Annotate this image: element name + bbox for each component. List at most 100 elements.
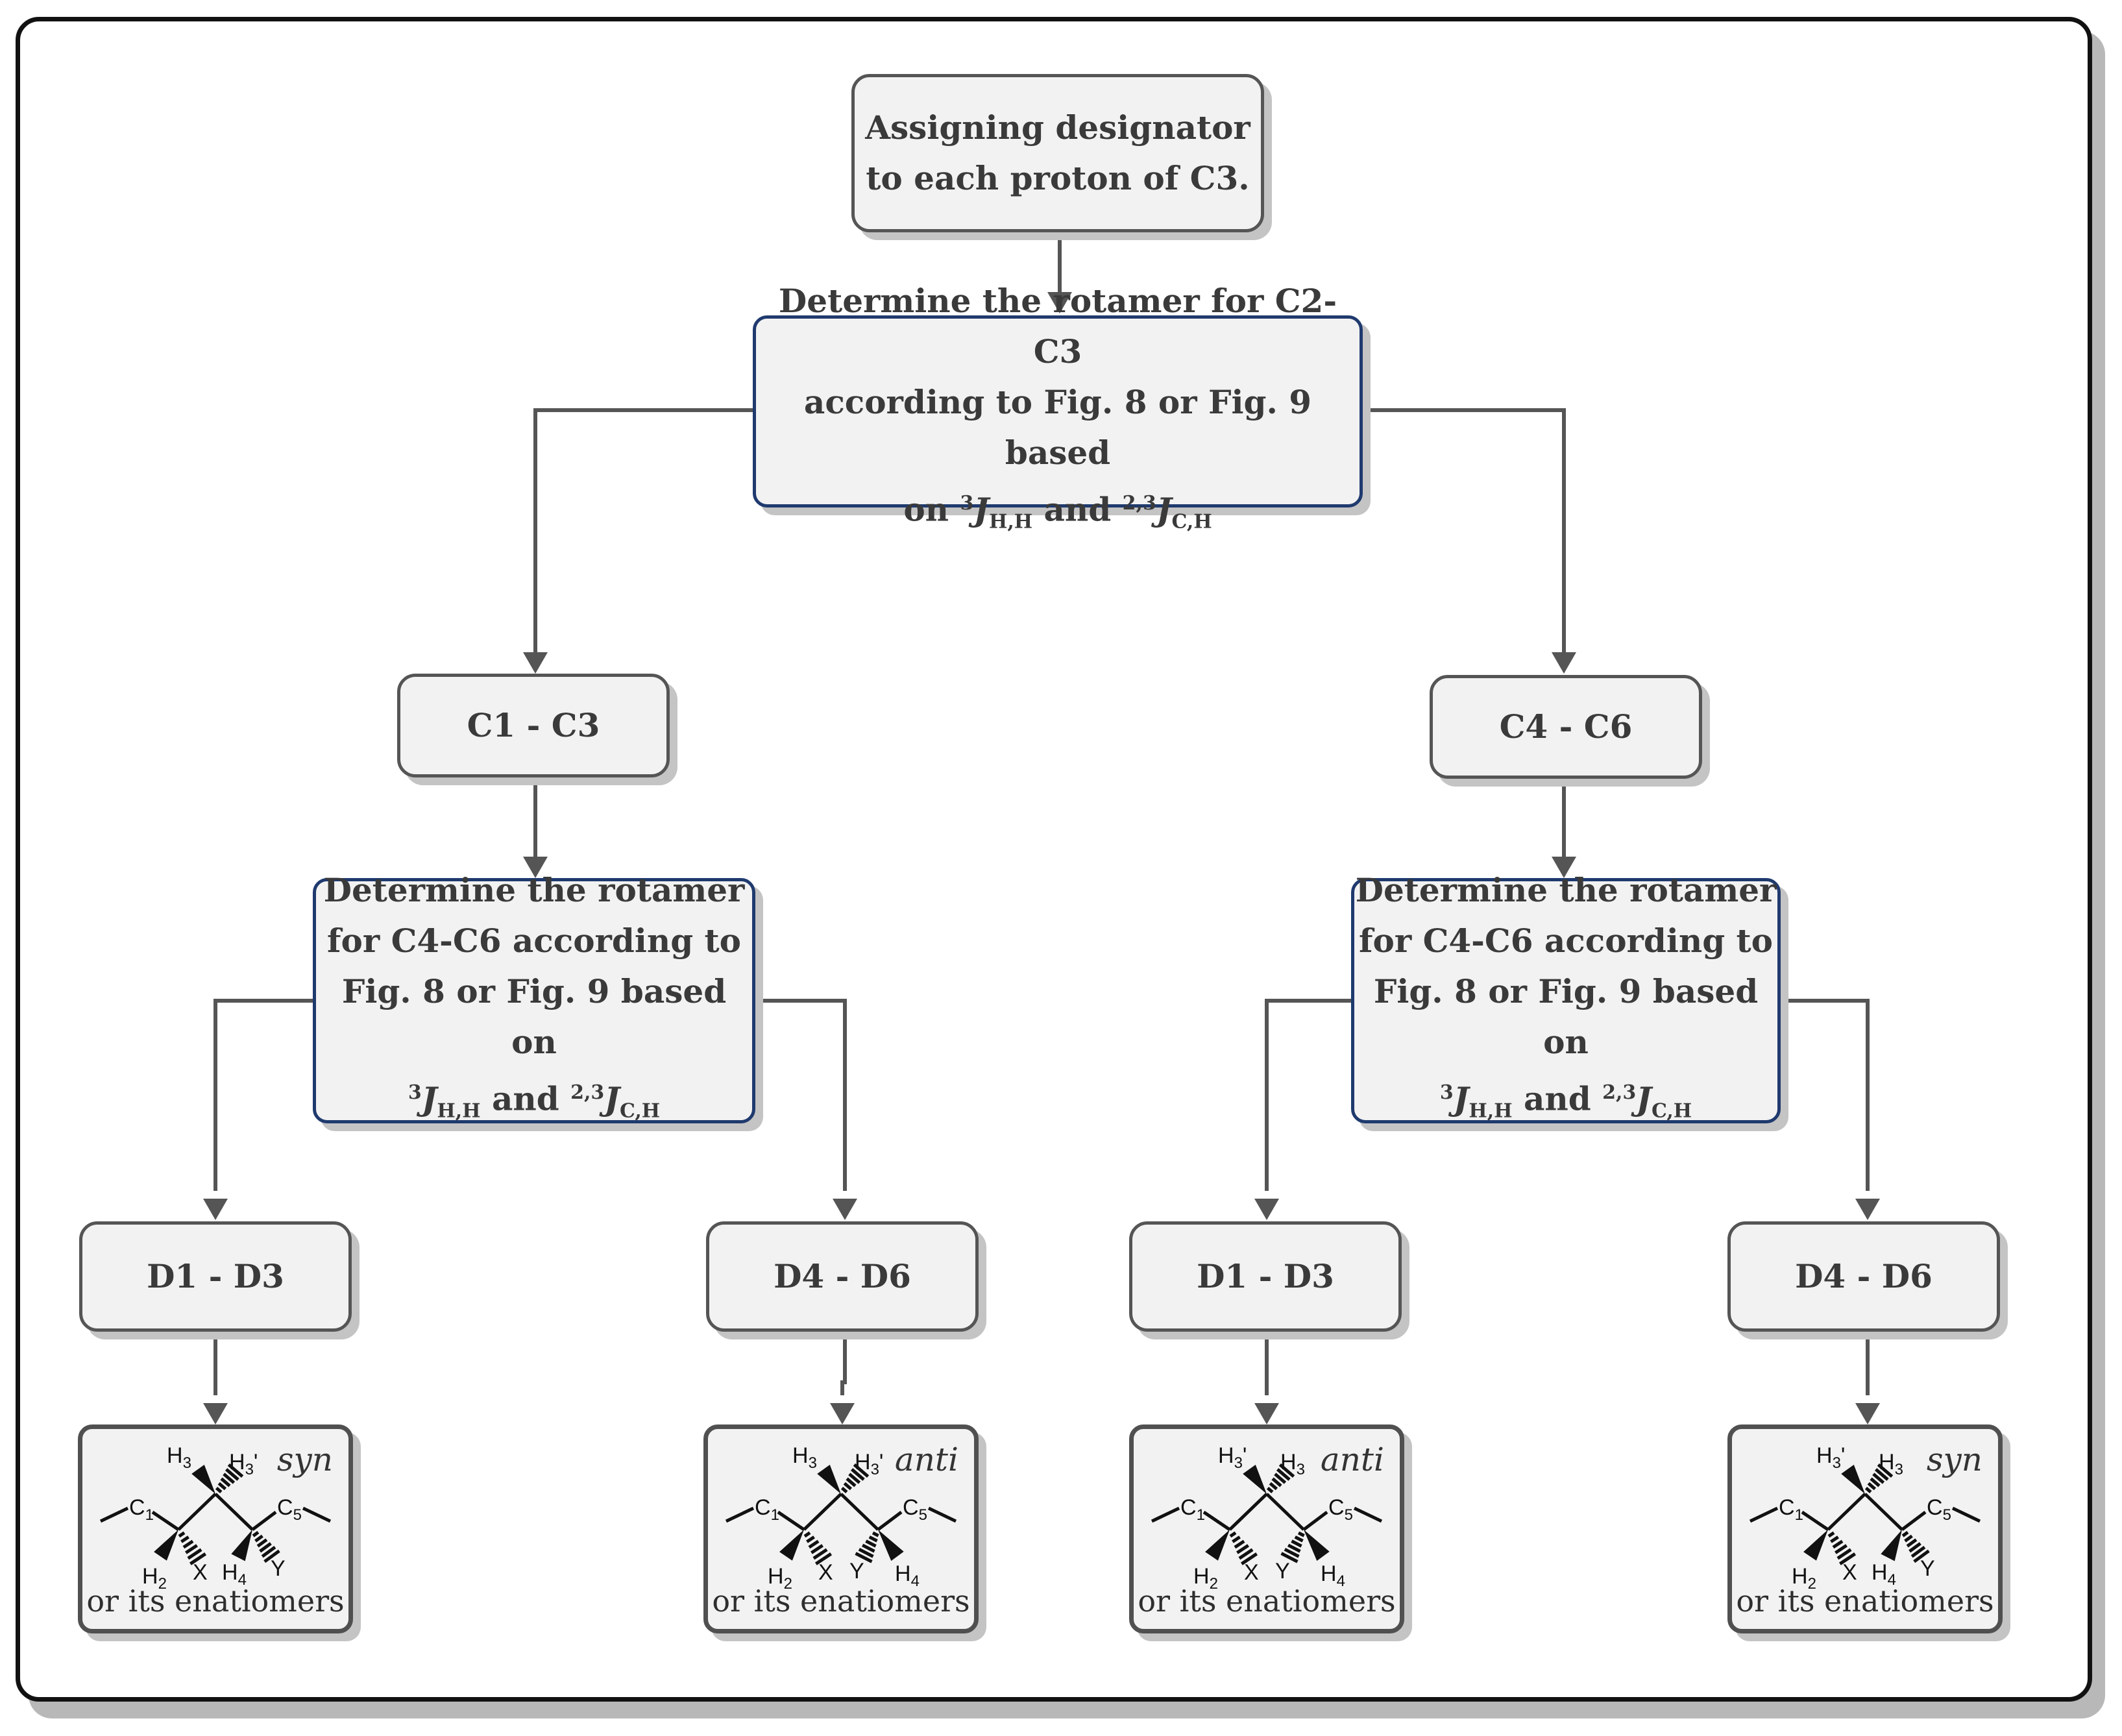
root-line1: Determine the rotamer for C2-C3 [778,281,1337,371]
right-group-label: C4 - C6 [1499,707,1633,746]
wedge-bond [817,1465,841,1494]
left-group-node: C1 - C3 [397,674,670,777]
atom-label-y: Y [1920,1556,1935,1581]
root-line2: according to Fig. 8 or Fig. 9 based [803,382,1312,472]
ld-jch-sup: 2,3 [570,1081,605,1104]
edge-rd-drr [1778,999,1870,1191]
wedge-bond [1803,1530,1828,1561]
edge-dlr-leaf [840,1332,847,1395]
hashed-bond [1229,1531,1258,1565]
atom-label-top-left: H3' [1218,1443,1247,1472]
carbon-chain [1749,1493,1981,1532]
carbon-chain [1151,1493,1383,1532]
ld-line2: for C4-C6 according to [326,921,742,960]
rd-jhh-sub: H,H [1469,1099,1513,1123]
right-group-node: C4 - C6 [1430,675,1702,779]
root-jch-sub: C,H [1171,510,1212,533]
d-node-rl: D1 - D3 [1129,1221,1402,1332]
atom-label-c5: C5 [903,1495,927,1524]
atom-label-c1: C1 [1180,1495,1205,1524]
root-jhh-sub: H,H [988,510,1033,533]
arrowhead [1552,652,1576,674]
hashed-bond [1280,1531,1305,1563]
arrowhead [1855,1199,1880,1220]
edge-root-right [1363,408,1566,655]
atom-label-y: Y [849,1559,864,1583]
hashed-bond [803,1531,833,1565]
ld-jch-sub: C,H [619,1099,661,1123]
root-and: and [1032,490,1123,529]
atom-label-h2: H2 [142,1564,167,1593]
wedge-bond [231,1530,252,1561]
wedge-bond [191,1465,215,1494]
atom-label-top-right: H3 [1280,1450,1305,1478]
wedge-bond [1205,1530,1230,1561]
hashed-bond [1864,1463,1894,1494]
hashed-bond [855,1531,879,1563]
wedge-bond [1881,1530,1902,1561]
atom-label-top-left: H3 [167,1443,191,1472]
ld-line1: Determine the rotamer [323,870,745,909]
atom-label-c1: C1 [755,1495,779,1524]
d-rl-label: D1 - D3 [1197,1257,1334,1295]
edge-rd-drl [1265,999,1353,1191]
d-node-rr: D4 - D6 [1727,1221,2000,1332]
atom-label-h4: H4 [895,1561,920,1590]
edge-root-left [533,408,753,655]
left-decision-node: Determine the rotamer for C4-C6 accordin… [313,871,755,1123]
d-node-ll: D1 - D3 [79,1221,352,1332]
hashed-bond [178,1531,207,1565]
wedge-bond [1243,1465,1267,1494]
hashed-bond [1901,1530,1930,1563]
leaf-caption: or its enatiomers [712,1583,970,1619]
start-line2: to each proton of C3. [866,159,1250,197]
wedge-bond [154,1530,178,1561]
wedge-bond [779,1530,804,1561]
atom-label-h4: H4 [222,1560,247,1589]
rd-jch-sup: 2,3 [1602,1081,1637,1104]
hashed-bond [840,1463,870,1494]
ld-line3: Fig. 8 or Fig. 9 based on [341,972,727,1061]
arrowhead [830,1403,855,1424]
atom-label-c5: C5 [277,1495,302,1524]
carbon-chain [99,1493,332,1532]
atom-label-h4: H4 [1321,1561,1345,1590]
rd-jch-sub: C,H [1651,1099,1692,1123]
atom-label-top-right: H3' [229,1450,258,1478]
atom-label-h2: H2 [1792,1564,1816,1593]
atom-label-y: Y [271,1556,286,1581]
atom-label-top-right: H3' [855,1450,883,1478]
atom-label-y: Y [1275,1559,1290,1583]
leaf-tag: anti [894,1441,958,1478]
atom-label-h2: H2 [1193,1564,1218,1593]
rd-line1: Determine the rotamer [1355,870,1777,909]
leaf-tag: syn [276,1441,333,1478]
ld-jhh-sup: 3 [408,1081,422,1104]
hashed-bond [1827,1531,1857,1565]
d-lr-label: D4 - D6 [774,1257,911,1295]
ld-jhh-sub: H,H [437,1099,481,1123]
root-decision-node: Determine the rotamer for C2-C3 accordin… [753,282,1363,533]
rd-j-letter-2: J [1636,1079,1652,1118]
edge-ld-dlr [755,999,847,1191]
ld-j-letter-2: J [604,1079,620,1118]
start-node: Assigning designator to each proton of C… [851,74,1264,232]
atom-label-c5: C5 [1328,1495,1353,1524]
arrowhead [833,1199,857,1220]
arrowhead [1254,1199,1279,1220]
hashed-bond [1266,1463,1295,1494]
wedge-bond [1304,1530,1330,1561]
atom-label-x: X [1244,1560,1259,1585]
atom-label-h4: H4 [1872,1560,1896,1589]
arrowhead [523,652,548,674]
rd-line3: Fig. 8 or Fig. 9 based on [1373,972,1759,1061]
atom-label-c1: C1 [129,1495,154,1524]
hashed-bond [252,1530,280,1563]
rd-jhh-sup: 3 [1439,1081,1454,1104]
arrowhead [203,1199,228,1220]
atom-label-x: X [818,1560,833,1585]
